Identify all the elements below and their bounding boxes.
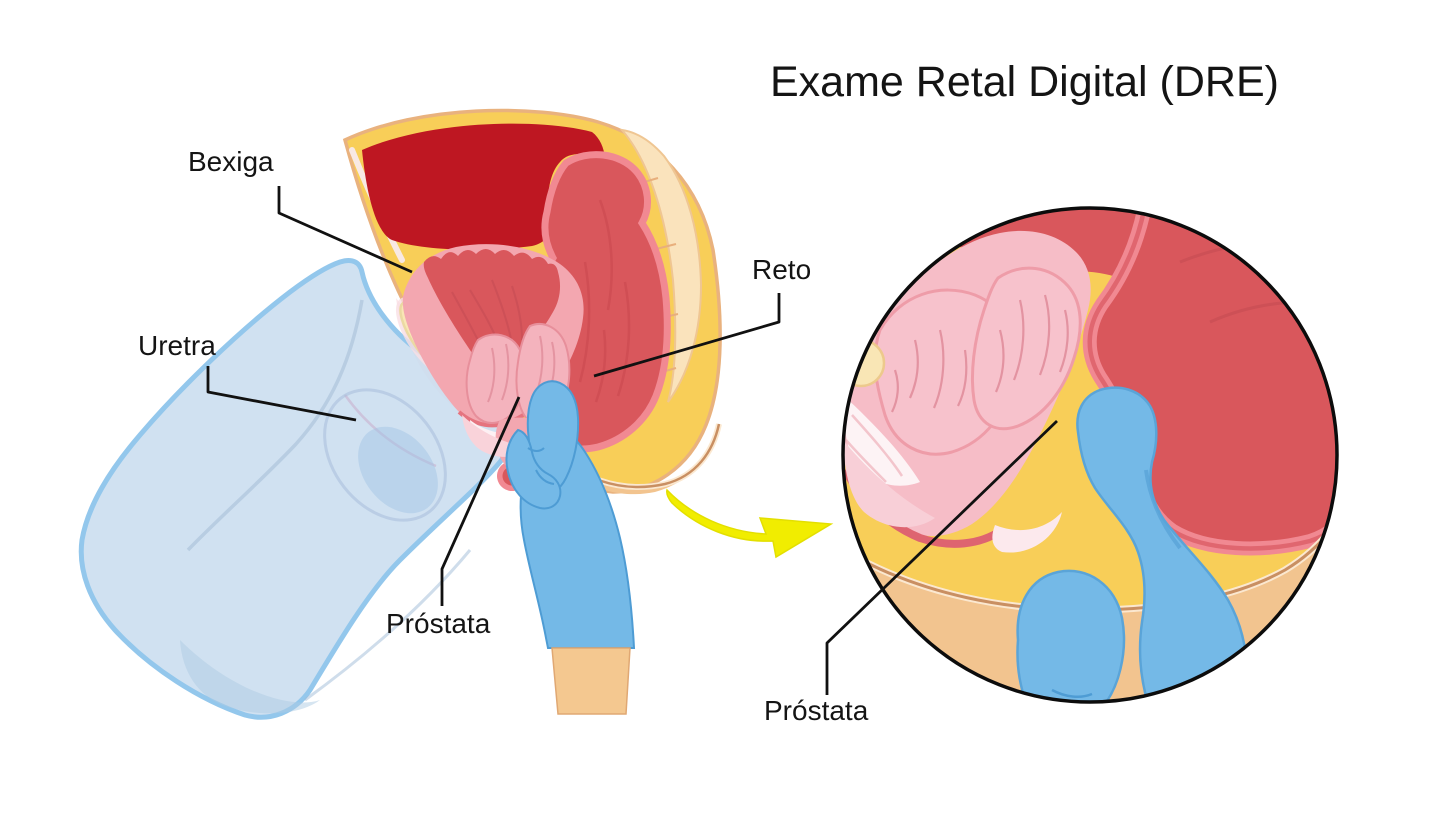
label-reto: Reto: [752, 254, 812, 285]
inset-border: [841, 206, 1339, 704]
pelvis-cross-section: [78, 108, 722, 720]
zoom-arrow-icon: [666, 488, 834, 559]
inset-index-finger: [1076, 386, 1249, 702]
leader-lines: [206, 186, 1058, 695]
inset-prostate: [843, 230, 1091, 553]
label-prostata-main: Próstata: [386, 608, 491, 639]
inset-second-finger: [1016, 569, 1126, 702]
bexiga-leader-line: [277, 186, 413, 274]
label-bexiga: Bexiga: [188, 146, 274, 177]
page-title: Exame Retal Digital (DRE): [770, 58, 1279, 106]
inset-detail-circle: [841, 206, 1339, 704]
uretra-leader-line: [206, 366, 357, 422]
label-uretra: Uretra: [138, 330, 216, 361]
prostata-inset-leader-line: [825, 419, 1058, 695]
glove-curled-fingers: [505, 428, 562, 510]
bladder-interior: [423, 249, 561, 390]
forearm: [551, 647, 631, 715]
label-prostata-inset: Próstata: [764, 695, 869, 726]
prostata-leader-line: [440, 396, 521, 606]
glove-hand-shape: [505, 380, 636, 715]
reto-leader-line: [593, 293, 781, 378]
